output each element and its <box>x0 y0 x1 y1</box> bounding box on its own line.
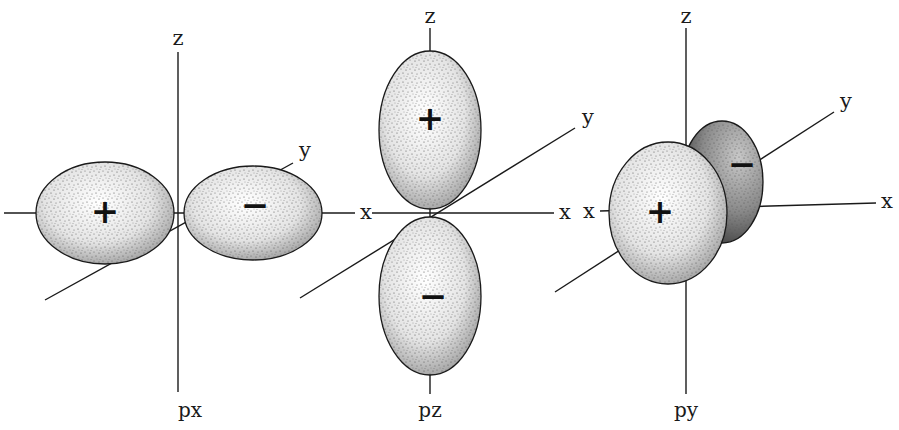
lobe-outline <box>379 51 481 209</box>
axis-label: y <box>840 91 852 112</box>
orbital-name: pz <box>418 400 441 420</box>
phase-sign: − <box>241 188 270 222</box>
lobe-fill <box>379 51 481 209</box>
lobe-fill <box>379 217 481 375</box>
axis-label: z <box>424 6 435 27</box>
lobe-fill <box>184 166 322 260</box>
axis-label: x <box>559 202 571 223</box>
lobe-fill <box>609 142 727 284</box>
y-axis <box>555 112 834 292</box>
z-axis <box>177 52 178 392</box>
phase-sign: + <box>91 194 120 228</box>
axis-label: y <box>299 140 311 161</box>
orbital-name: py <box>674 400 698 420</box>
axis-label: x <box>583 201 595 222</box>
orbital-name: px <box>178 400 202 420</box>
lobe-outline <box>609 142 727 284</box>
axis-label: x <box>881 191 893 212</box>
orbital-lobe: + <box>608 141 728 285</box>
x-axis <box>372 212 554 213</box>
lobe-fill <box>36 162 174 264</box>
lobe-fill <box>681 121 763 243</box>
lobe-outline <box>36 162 174 264</box>
axis-lines <box>4 28 876 394</box>
lobe-outline <box>379 217 481 375</box>
orbital-lobe: + <box>35 161 175 265</box>
phase-sign: + <box>416 101 445 135</box>
lobe-outline <box>681 121 763 243</box>
phase-sign: − <box>419 279 448 313</box>
orbital-lobe: − <box>183 165 323 261</box>
phase-sign: − <box>728 147 757 181</box>
axis-label: z <box>680 6 691 27</box>
axis-label: y <box>582 107 594 128</box>
orbital-lobe: − <box>378 216 482 376</box>
lobe-outline <box>184 166 322 260</box>
orbital-lobe: + <box>378 50 482 210</box>
phase-sign: + <box>646 194 675 228</box>
axis-label: z <box>172 28 183 49</box>
axis-label: x <box>360 202 372 223</box>
